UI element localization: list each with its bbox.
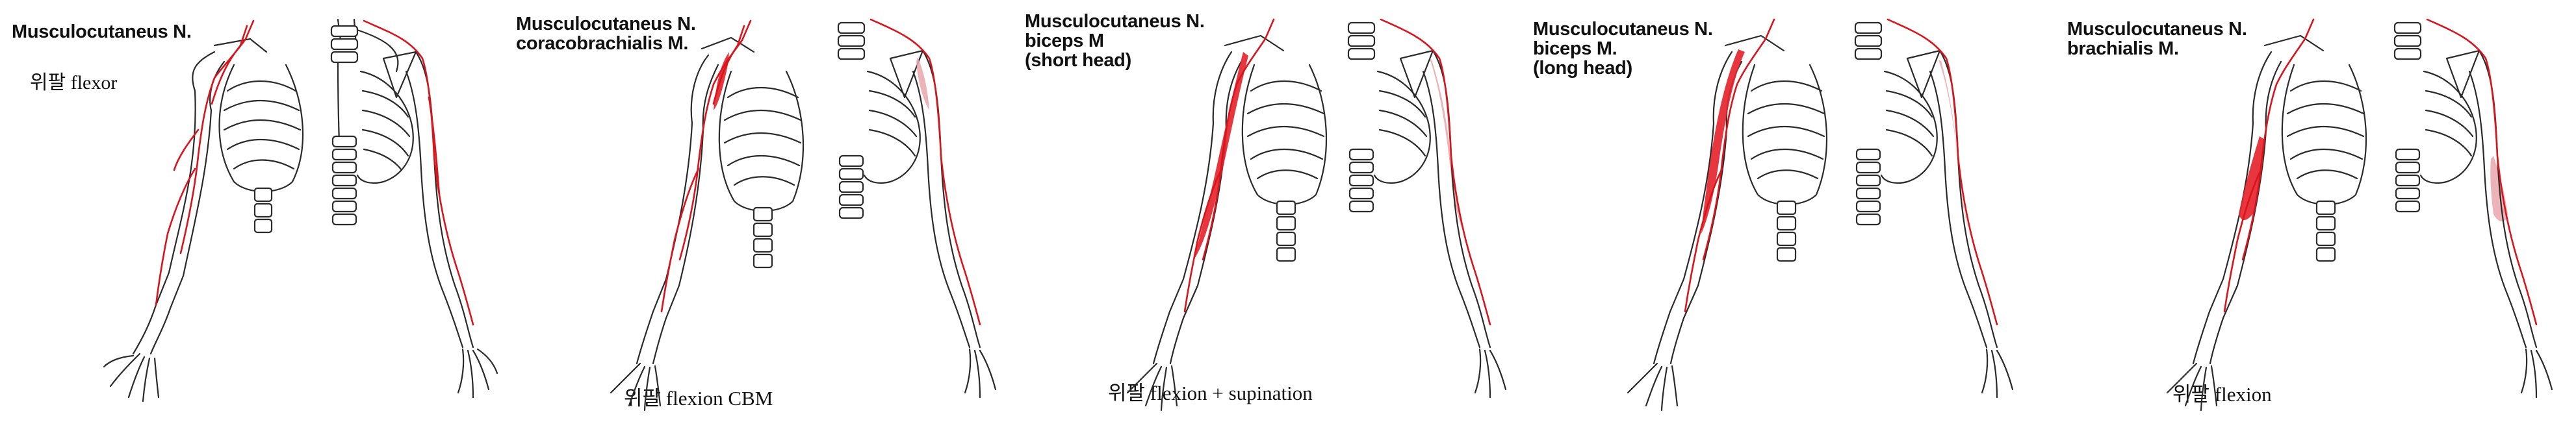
panel-3-caption: 위팔 flexion + supination (1108, 382, 1313, 404)
panel-5-brachialis: Musculocutaneus N. brachialis M. 위팔 flex… (2031, 0, 2576, 431)
front-skeleton (103, 19, 304, 402)
back-skeleton (1854, 18, 2014, 399)
front-skeleton (1627, 18, 1828, 412)
brachialis-muscle-front (2239, 136, 2265, 221)
panel-2-coracobrachialis: Musculocutaneus N. coracobrachialis M. 위… (507, 0, 1011, 431)
panel-5-skeleton-illustration (2166, 18, 2553, 412)
back-skeleton (837, 18, 997, 399)
biceps-short-head-front (1194, 52, 1248, 260)
panel-2-caption: 위팔 flexion CBM (624, 387, 773, 410)
panel-4-title-line-3: (long head) (1533, 58, 1632, 79)
panel-4-biceps-long-head: Musculocutaneus N. biceps M. (long head) (1517, 0, 2031, 431)
panel-3-title-line-2: biceps M (1025, 31, 1104, 51)
panel-4-title: Musculocutaneus N. biceps M. (long head) (1533, 19, 1713, 78)
panel-1-musculocutaneus-nerve: Musculocutaneus N. 위팔 flexor (0, 0, 507, 431)
panel-3-title-line-1: Musculocutaneus N. (1025, 11, 1205, 32)
panel-3-skeleton-illustration (1126, 18, 1507, 412)
panel-3-biceps-short-head: Musculocutaneus N. biceps M (short head)… (1011, 0, 1517, 431)
front-skeleton (2166, 18, 2367, 412)
front-skeleton (610, 19, 805, 412)
panel-5-title: Musculocutaneus N. brachialis M. (2067, 19, 2247, 58)
panel-2-title: Musculocutaneus N. coracobrachialis M. (516, 14, 696, 53)
panel-4-title-line-2: biceps M. (1533, 38, 1617, 59)
panel-3-title-line-3: (short head) (1025, 50, 1131, 71)
panel-5-title-line-1: Musculocutaneus N. (2067, 19, 2247, 40)
panel-1-skeleton-illustration (103, 18, 498, 402)
panel-2-skeleton-illustration (610, 18, 997, 412)
panel-1-subtitle: 위팔 flexor (30, 72, 118, 93)
biceps-long-head-front (1701, 49, 1745, 234)
panel-5-title-line-2: brachialis M. (2067, 38, 2179, 59)
back-skeleton (2393, 18, 2553, 399)
panel-3-title: Musculocutaneus N. biceps M (short head) (1025, 12, 1205, 70)
panel-1-title-line-1: Musculocutaneus N. (12, 21, 192, 42)
front-skeleton (1126, 18, 1328, 412)
panel-2-title-line-1: Musculocutaneus N. (516, 14, 696, 34)
coracobrachialis-muscle-back (916, 57, 929, 110)
panel-1-title: Musculocutaneus N. (12, 22, 192, 42)
panel-4-title-line-1: Musculocutaneus N. (1533, 19, 1713, 40)
panel-2-title-line-2: coracobrachialis M. (516, 33, 689, 54)
back-skeleton (1347, 18, 1507, 399)
back-skeleton (330, 18, 498, 399)
panel-4-skeleton-illustration (1627, 18, 2014, 412)
